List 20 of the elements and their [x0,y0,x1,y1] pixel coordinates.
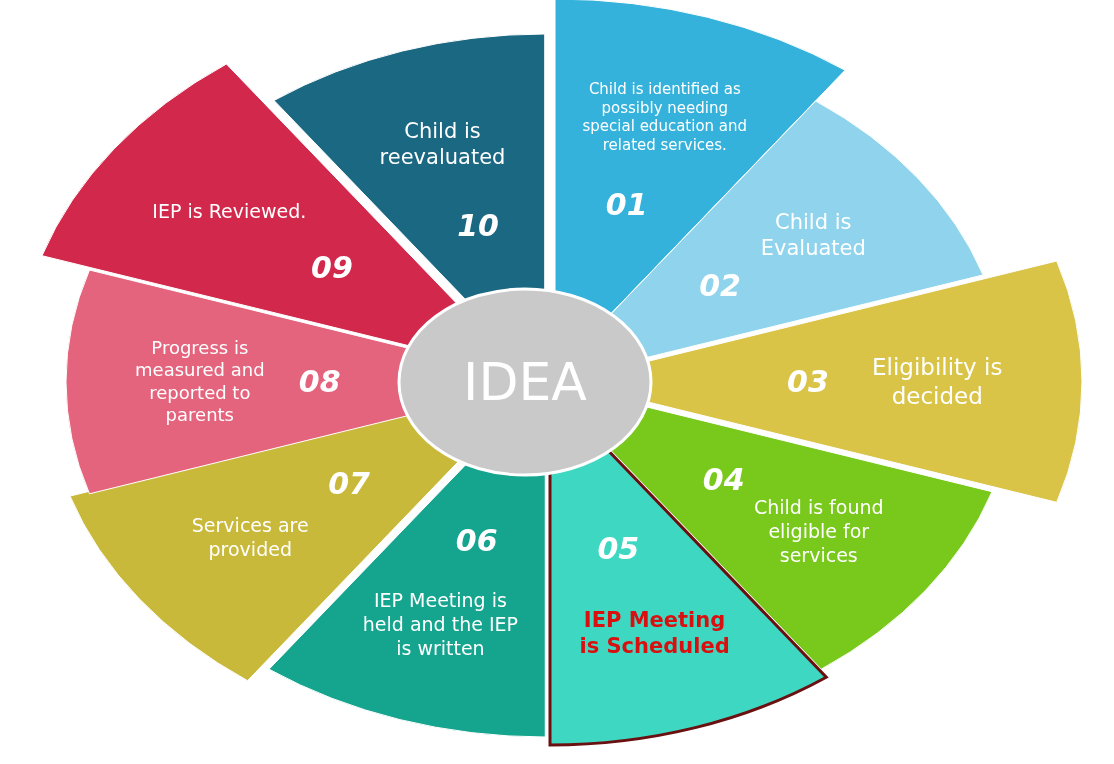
step-number: 03 [787,363,829,401]
step-number: 05 [597,529,640,568]
step-text: Child is Evaluated [759,208,867,261]
step-text: Eligibility is decided [871,353,1004,411]
step-number: 10 [457,207,499,246]
step-number: 04 [702,461,745,499]
step-text: Child is reevaluated [378,117,507,170]
step-number: 07 [328,465,370,503]
step-text: Child is found eligible for services [752,496,885,568]
step-text: IEP is Reviewed. [151,199,308,224]
step-text: Services are provided [190,514,310,562]
step-number: 08 [298,363,341,401]
step-number: 01 [605,186,648,225]
step-number: 06 [455,521,498,560]
step-text: IEP Meeting is held and the IEP is written [361,589,519,661]
step-text: Progress is measured and reported to parents [134,337,266,427]
step-text: IEP Meeting is Scheduled [578,606,731,660]
step-number: 09 [311,249,353,287]
step-number: 02 [699,267,741,305]
step-text: Child is identified as possibly needing special education and related services. [581,79,749,155]
